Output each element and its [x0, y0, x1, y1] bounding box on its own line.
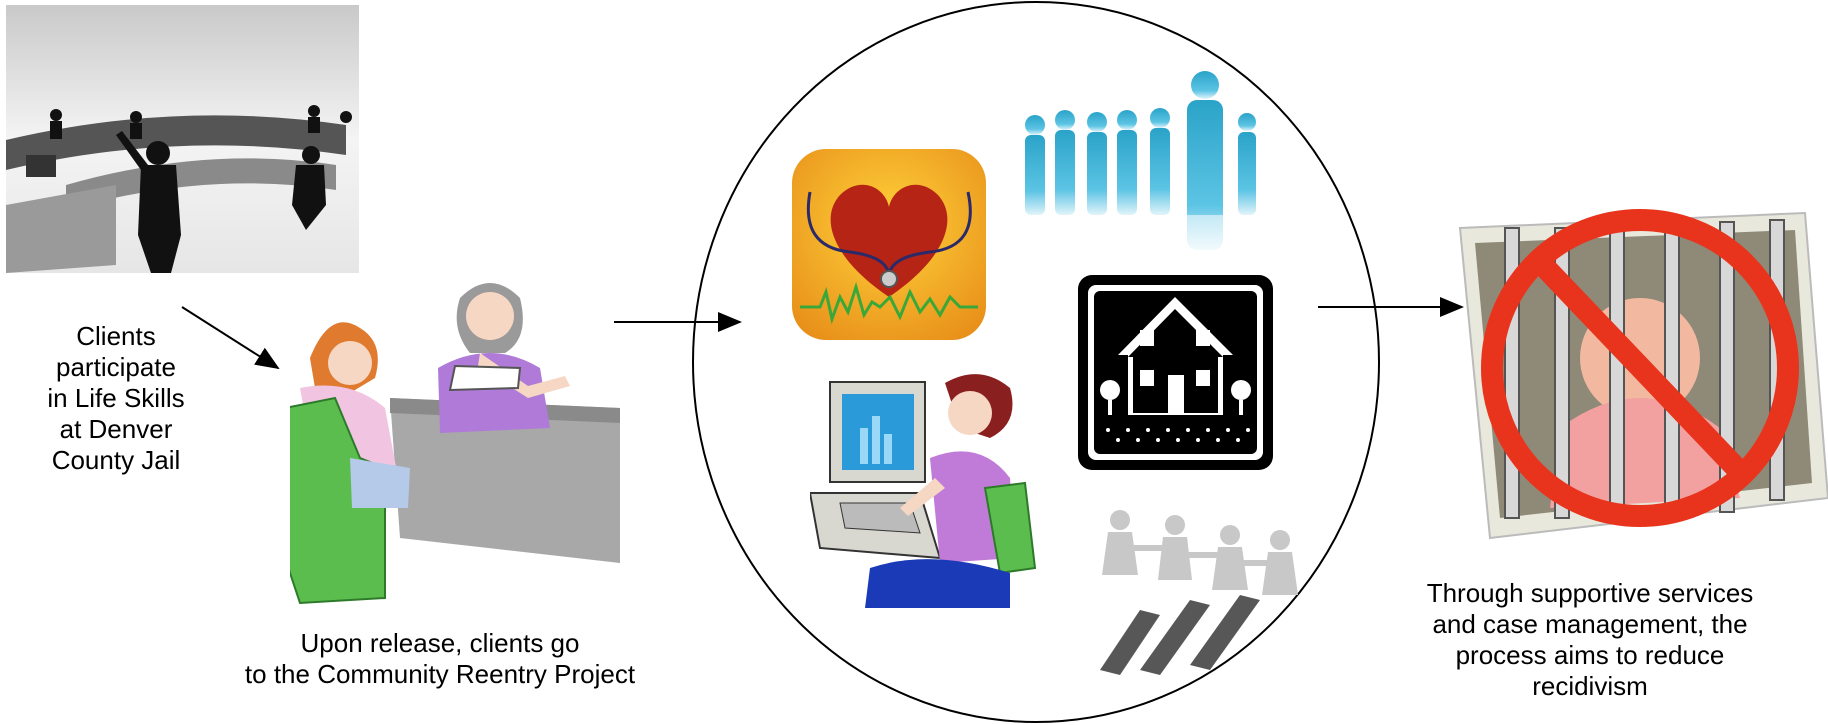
caption-jail-line-2: participate: [56, 352, 176, 382]
family-image: [1080, 500, 1320, 680]
house-icon: [1078, 275, 1273, 470]
heart-stethoscope-icon: [792, 149, 986, 340]
classroom-silhouette-icon: [6, 5, 359, 273]
counseling-meeting-icon: [290, 283, 620, 605]
caption-reentry: Upon release, clients go to the Communit…: [190, 628, 690, 690]
caption-jail-line-1: Clients: [76, 321, 156, 351]
caption-recidivism: Through supportive services and case man…: [1380, 578, 1800, 702]
caption-jail-line-3: in Life Skills: [47, 383, 185, 413]
no-jail-image: [1450, 168, 1828, 578]
woman-at-computer-icon: [810, 374, 1037, 608]
caption-reentry-line-2: to the Community Reentry Project: [244, 659, 636, 689]
computer-image: [810, 368, 1050, 608]
health-image: [790, 147, 988, 342]
people-silhouettes-icon: [1015, 71, 1275, 275]
caption-recidivism-line-4: recidivism: [1532, 671, 1648, 701]
caption-reentry-line-1: Upon release, clients go: [300, 628, 580, 658]
community-image: [1015, 70, 1275, 275]
caption-recidivism-line-2: and case management, the: [1432, 609, 1748, 639]
classroom-image: [6, 5, 359, 273]
caption-jail-line-5: County Jail: [51, 445, 181, 475]
caption-recidivism-line-1: Through supportive services: [1426, 578, 1754, 608]
services-circle: [692, 1, 1380, 723]
arrow-jail-to-reentry: [181, 306, 280, 370]
counseling-image: [290, 258, 630, 608]
caption-jail: Clients participate in Life Skills at De…: [36, 321, 196, 476]
no-jail-prohibition-icon: [1458, 209, 1828, 540]
housing-image: [1078, 275, 1273, 470]
caption-recidivism-line-3: process aims to reduce: [1455, 640, 1725, 670]
caption-jail-line-4: at Denver: [59, 414, 173, 444]
paper-people-chain-icon: [1100, 510, 1298, 675]
